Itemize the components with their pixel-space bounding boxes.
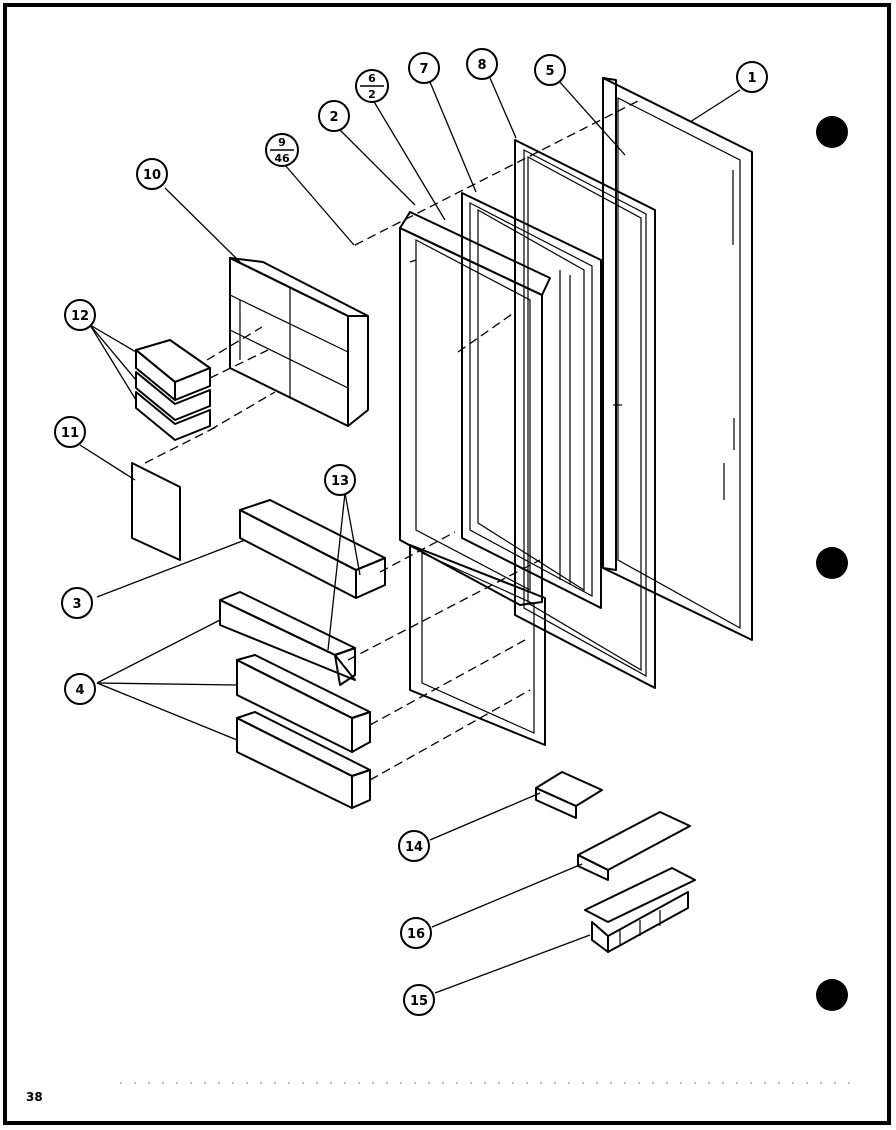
- svg-text:6: 6: [368, 72, 376, 85]
- callout-9-over-46: 9 46: [265, 133, 299, 167]
- part-ice-bin-lid: [577, 811, 691, 881]
- part-freezer-shelf-frame: [229, 257, 369, 427]
- svg-text:7: 7: [419, 62, 428, 77]
- assembly-lines: [144, 99, 641, 781]
- callout-15: 15: [403, 984, 435, 1016]
- svg-text:15: 15: [410, 994, 428, 1009]
- svg-text:2: 2: [368, 88, 376, 101]
- callout-8: 8: [466, 48, 498, 80]
- callout-1: 1: [736, 61, 768, 93]
- svg-text:3: 3: [72, 597, 81, 612]
- svg-text:8: 8: [477, 58, 486, 73]
- leader-lines: [79, 77, 741, 994]
- callout-4: 4: [64, 673, 96, 705]
- part-outer-door-panel: [602, 77, 753, 641]
- svg-text:4: 4: [75, 683, 84, 698]
- part-ice-bin: [584, 867, 696, 953]
- callout-10: 10: [136, 158, 168, 190]
- callout-12: 12: [64, 299, 96, 331]
- binder-hole-top: [816, 116, 848, 148]
- page-number: 38: [26, 1090, 43, 1104]
- part-stacked-bins: [135, 339, 211, 441]
- part-small-tray: [535, 771, 603, 819]
- page-border: [3, 3, 891, 1125]
- part-door-gasket: [514, 139, 656, 689]
- part-flat-panel: [131, 462, 181, 561]
- callout-5: 5: [534, 54, 566, 86]
- svg-text:13: 13: [331, 474, 349, 489]
- part-door-liner: [399, 211, 551, 746]
- svg-text:1: 1: [747, 71, 756, 86]
- svg-text:16: 16: [407, 927, 425, 942]
- svg-text:14: 14: [405, 840, 423, 855]
- callout-11: 11: [54, 416, 86, 448]
- callout-16: 16: [400, 917, 432, 949]
- svg-text:2: 2: [329, 110, 338, 125]
- svg-text:11: 11: [61, 426, 79, 441]
- callout-2: 2: [318, 100, 350, 132]
- part-shelf-bin: [239, 499, 386, 599]
- part-breaker-frame: [461, 192, 602, 609]
- part-door-bin-middle: [236, 654, 371, 753]
- callout-3: 3: [61, 587, 93, 619]
- binder-hole-middle: [816, 547, 848, 579]
- callout-7: 7: [408, 52, 440, 84]
- part-door-bin-lower: [236, 711, 371, 809]
- svg-text:9: 9: [278, 136, 286, 149]
- part-door-bin-upper: [219, 591, 356, 686]
- binder-hole-bottom: [816, 979, 848, 1011]
- svg-text:12: 12: [71, 309, 89, 324]
- svg-text:10: 10: [143, 168, 161, 183]
- callout-13: 13: [324, 464, 356, 496]
- callout-14: 14: [398, 830, 430, 862]
- callout-6-over-2: 6 2: [355, 69, 389, 103]
- svg-text:46: 46: [274, 152, 290, 165]
- svg-text:5: 5: [545, 64, 554, 79]
